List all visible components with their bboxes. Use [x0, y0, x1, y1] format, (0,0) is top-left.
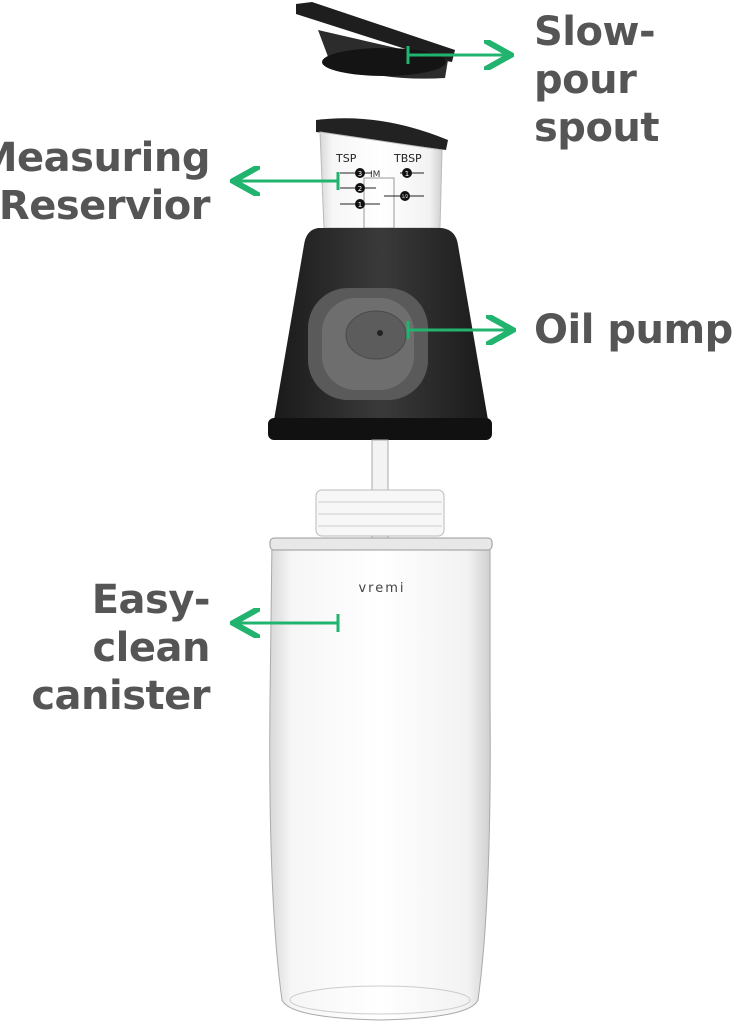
spout-label-line2: spout	[534, 105, 660, 151]
center-mark: IM	[370, 170, 380, 180]
canister-label: Easy-clean canister	[0, 576, 210, 720]
tsp-1: 1	[358, 201, 362, 209]
tsp-label: TSP	[335, 152, 357, 165]
tbsp-half: 1/2	[402, 194, 409, 199]
spout-label-line1: Slow-pour	[534, 9, 656, 103]
spout-label: Slow-pour spout	[534, 8, 737, 152]
pump-label: Oil pump	[534, 306, 733, 354]
tsp-3: 3	[358, 170, 362, 178]
oil-pump	[268, 228, 492, 440]
measuring-reservoir: TSP TBSP IM 3 2 1 1 1/2	[316, 118, 448, 229]
tsp-2: 2	[358, 185, 362, 193]
slow-pour-spout	[296, 2, 455, 79]
easy-clean-canister: vremi	[269, 439, 493, 1021]
canister-label-line2: canister	[31, 673, 210, 719]
reservoir-label-line2: Reservior	[0, 183, 211, 229]
vremi-logo: vremi	[358, 581, 405, 596]
reservoir-label: Measuring Reservior	[0, 134, 211, 230]
tbsp-1: 1	[405, 170, 409, 178]
callout-arrows	[236, 46, 510, 632]
tbsp-label: TBSP	[393, 152, 422, 165]
pump-label-line1: Oil pump	[534, 307, 733, 353]
reservoir-label-line1: Measuring	[0, 135, 211, 181]
canister-label-line1: Easy-clean	[91, 577, 211, 671]
